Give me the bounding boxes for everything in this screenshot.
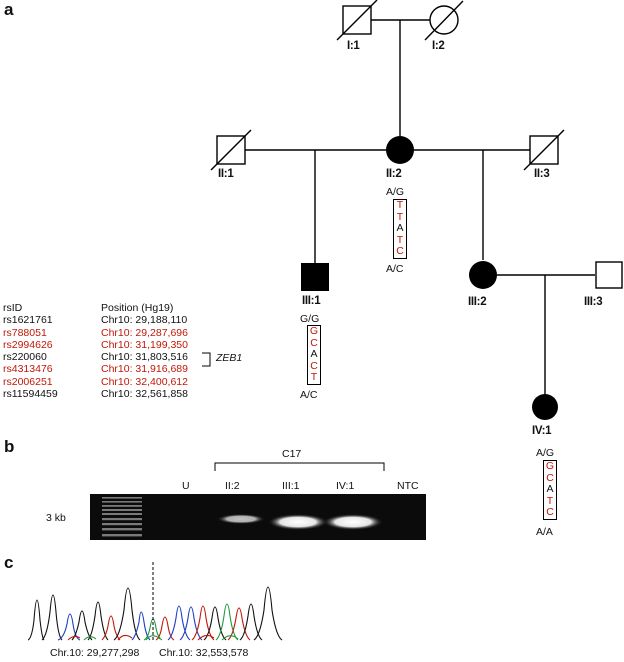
snp-id: rs11594459 <box>3 388 58 401</box>
panel-label-c: c <box>4 553 14 572</box>
individual-III-3 <box>595 261 623 289</box>
panel-label-b: b <box>4 437 15 456</box>
genotype-bottom-II-2: A/C <box>386 263 404 275</box>
snp-header-position: Position (Hg19) <box>101 302 174 314</box>
label-II-2: II:2 <box>386 168 402 180</box>
allele: G <box>545 460 555 472</box>
label-II-1: II:1 <box>218 168 234 180</box>
snp-table: rsID Position (Hg19) rs1621761 Chr10: 29… <box>3 302 188 400</box>
genotype-top-IV-1: A/G <box>536 447 555 459</box>
snp-position: Chr10: 29,188,110 <box>101 314 188 327</box>
snp-id: rs4313476 <box>3 363 53 376</box>
lane-label-NTC: NTC <box>397 480 419 492</box>
snp-row: rs11594459 Chr10: 32,561,858 <box>3 388 188 400</box>
snp-position: Chr10: 32,561,858 <box>101 388 188 401</box>
snp-id: rs2006251 <box>3 375 53 388</box>
allele: A <box>310 348 318 360</box>
panel-label-a: a <box>4 0 14 19</box>
pedigree-diagram <box>210 0 623 420</box>
lane-label-IV-1: IV:1 <box>336 480 355 492</box>
haplotype-box-II-2: T T A T C <box>393 199 407 259</box>
genotype-bottom-IV-1: A/A <box>536 526 553 538</box>
snp-row: rs2006251 Chr10: 32,400,612 <box>3 376 188 388</box>
allele: C <box>396 245 404 257</box>
sequence-chromatogram <box>28 562 283 642</box>
gene-bracket <box>202 352 211 367</box>
allele: C <box>310 336 318 349</box>
gel-image <box>90 494 426 540</box>
snp-row: rs1621761 Chr10: 29,188,110 <box>3 314 188 326</box>
genotype-bottom-III-1: A/C <box>300 389 318 401</box>
snp-id: rs2994626 <box>3 338 53 351</box>
snp-row: rs220060 Chr10: 31,803,516 <box>3 351 188 363</box>
allele: C <box>310 359 318 372</box>
snp-id: rs220060 <box>3 351 47 364</box>
label-III-3: III:3 <box>584 296 603 308</box>
snp-position: Chr10: 32,400,612 <box>101 375 188 388</box>
individual-I-1 <box>336 0 378 41</box>
haplotype-box-IV-1: G C A T C <box>543 460 557 520</box>
label-III-1: III:1 <box>302 295 321 307</box>
lane-label-III-1: III:1 <box>282 480 300 492</box>
individual-I-2 <box>424 0 464 41</box>
individual-III-2 <box>469 261 497 289</box>
individual-III-1 <box>301 263 329 291</box>
chromatogram-right-label: Chr.10: 32,553,578 <box>159 647 249 659</box>
chromatogram-left-label: Chr.10: 29,277,298 <box>50 647 140 659</box>
genotype-top-II-2: A/G <box>386 186 405 198</box>
label-IV-1: IV:1 <box>532 425 552 437</box>
genotype-top-III-1: G/G <box>300 313 320 325</box>
individual-II-1 <box>210 129 252 171</box>
allele: C <box>546 471 554 484</box>
allele: G <box>309 325 319 337</box>
allele: T <box>546 494 554 507</box>
gel-band-III-1 <box>268 514 328 530</box>
gene-label: ZEB1 <box>216 352 243 364</box>
snp-id: rs1621761 <box>3 314 53 327</box>
individual-IV-1 <box>532 394 558 420</box>
ladder-bands <box>102 497 142 537</box>
individual-II-3 <box>523 129 565 171</box>
snp-position: Chr10: 29,287,696 <box>101 326 188 339</box>
snp-position: Chr10: 31,916,689 <box>101 363 188 376</box>
snp-position: Chr10: 31,803,516 <box>101 351 188 364</box>
label-III-2: III:2 <box>468 296 487 308</box>
allele: T <box>396 233 404 246</box>
allele: T <box>396 210 404 223</box>
allele: C <box>546 506 554 518</box>
lane-label-U: U <box>182 480 190 492</box>
individual-II-2 <box>386 136 414 164</box>
snp-id: rs788051 <box>3 326 47 339</box>
snp-position: Chr10: 31,199,350 <box>101 338 188 351</box>
label-I-2: I:2 <box>432 40 445 52</box>
snp-row: rs788051 Chr10: 29,287,696 <box>3 327 188 339</box>
size-marker-label: 3 kb <box>46 512 66 524</box>
lane-label-II-2: II:2 <box>225 480 240 492</box>
label-I-1: I:1 <box>347 40 360 52</box>
gel-band-IV-1 <box>323 514 383 530</box>
gel-group-bracket <box>214 462 385 471</box>
snp-row: rs4313476 Chr10: 31,916,689 <box>3 363 188 375</box>
snp-header-id: rsID <box>3 302 23 314</box>
allele: A <box>396 222 404 234</box>
haplotype-box-III-1: G C A C T <box>307 325 321 385</box>
gel-group-label: C17 <box>282 448 302 460</box>
gel-band-II-2 <box>217 514 265 524</box>
snp-row: rs2994626 Chr10: 31,199,350 <box>3 339 188 351</box>
allele: T <box>396 199 404 211</box>
label-II-3: II:3 <box>534 168 550 180</box>
allele: A <box>546 483 554 495</box>
allele: T <box>310 371 318 383</box>
